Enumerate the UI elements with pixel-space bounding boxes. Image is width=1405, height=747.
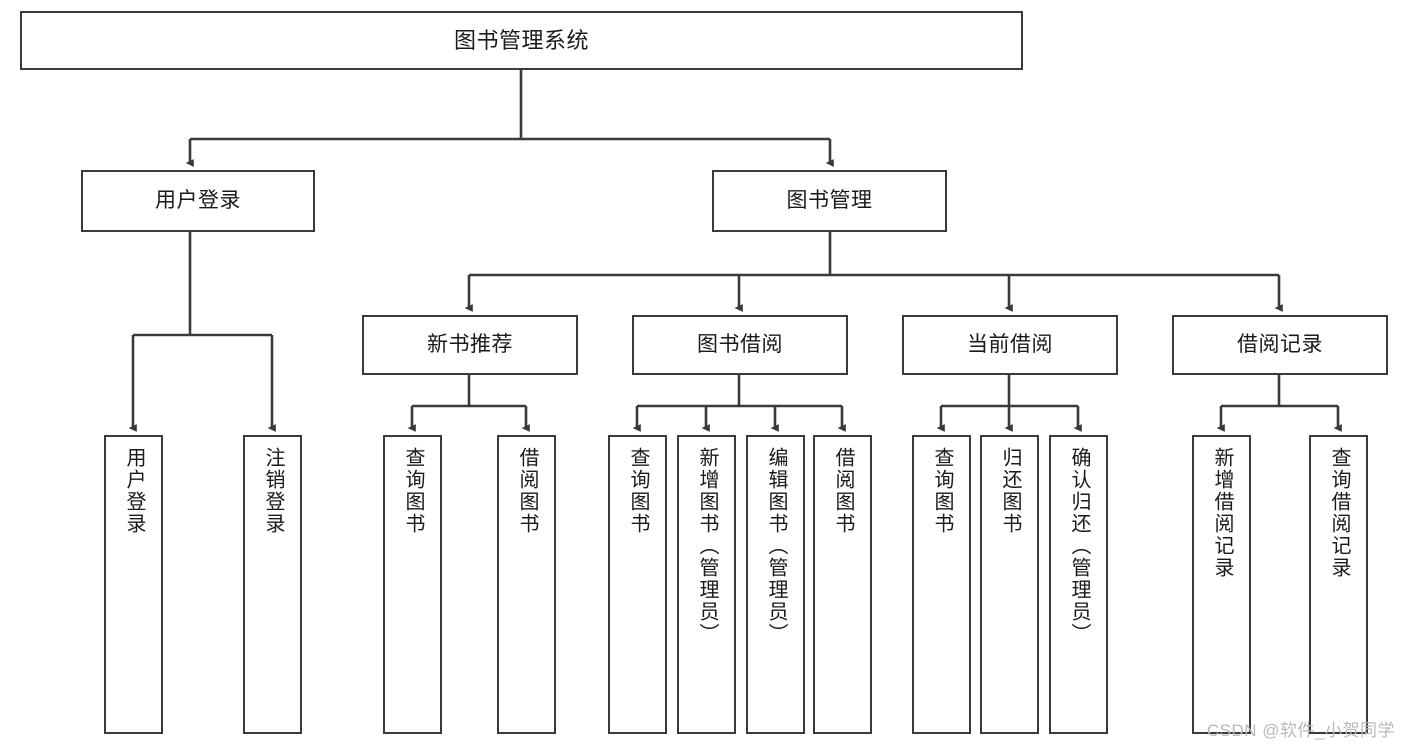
node-label: 查询图书 (627, 447, 649, 535)
node-book-management[interactable]: 图书管理 (712, 170, 947, 232)
watermark: CSDN @软件_小贺同学 (1206, 721, 1395, 740)
node-new-book-recommend[interactable]: 新书推荐 (362, 315, 578, 375)
node-label: 图书管理 (786, 188, 873, 212)
node-label: 图书借阅 (697, 332, 783, 356)
node-label: 编辑图书（管理员） (765, 447, 787, 645)
node-borrow-record[interactable]: 借阅记录 (1172, 315, 1388, 375)
node-label: 借阅图书 (516, 447, 538, 535)
node-current-borrow[interactable]: 当前借阅 (902, 315, 1118, 375)
node-label: 注销登录 (262, 447, 284, 535)
leaf-borrow-book-new[interactable]: 借阅图书 (497, 435, 556, 734)
node-label: 借阅图书 (832, 447, 854, 535)
node-label: 用户登录 (155, 188, 241, 212)
node-label: 新增借阅记录 (1211, 447, 1233, 579)
node-label: 借阅记录 (1237, 332, 1323, 356)
leaf-logout[interactable]: 注销登录 (243, 435, 302, 734)
leaf-confirm-return-admin[interactable]: 确认归还（管理员） (1049, 435, 1108, 734)
leaf-add-book-admin[interactable]: 新增图书（管理员） (677, 435, 736, 734)
leaf-borrow-book[interactable]: 借阅图书 (813, 435, 872, 734)
node-user-login[interactable]: 用户登录 (81, 170, 315, 232)
node-label: 归还图书 (999, 447, 1021, 535)
leaf-query-book-new[interactable]: 查询图书 (383, 435, 442, 734)
leaf-return-book[interactable]: 归还图书 (980, 435, 1039, 734)
node-root-system[interactable]: 图书管理系统 (20, 11, 1023, 70)
node-label: 新增图书（管理员） (696, 447, 718, 645)
node-label: 查询图书 (402, 447, 424, 535)
node-label: 图书管理系统 (453, 27, 589, 53)
leaf-query-borrow-record[interactable]: 查询借阅记录 (1309, 435, 1368, 734)
leaf-query-book-current[interactable]: 查询图书 (912, 435, 971, 734)
leaf-query-book-borrow[interactable]: 查询图书 (608, 435, 667, 734)
node-label: 确认归还（管理员） (1068, 447, 1090, 645)
leaf-edit-book-admin[interactable]: 编辑图书（管理员） (746, 435, 805, 734)
node-book-borrow[interactable]: 图书借阅 (632, 315, 848, 375)
node-label: 查询图书 (931, 447, 953, 535)
node-label: 新书推荐 (427, 332, 513, 356)
node-label: 用户登录 (123, 447, 145, 535)
leaf-user-login[interactable]: 用户登录 (104, 435, 163, 734)
node-label: 当前借阅 (967, 332, 1053, 356)
leaf-add-borrow-record[interactable]: 新增借阅记录 (1192, 435, 1251, 734)
node-label: 查询借阅记录 (1328, 447, 1350, 579)
